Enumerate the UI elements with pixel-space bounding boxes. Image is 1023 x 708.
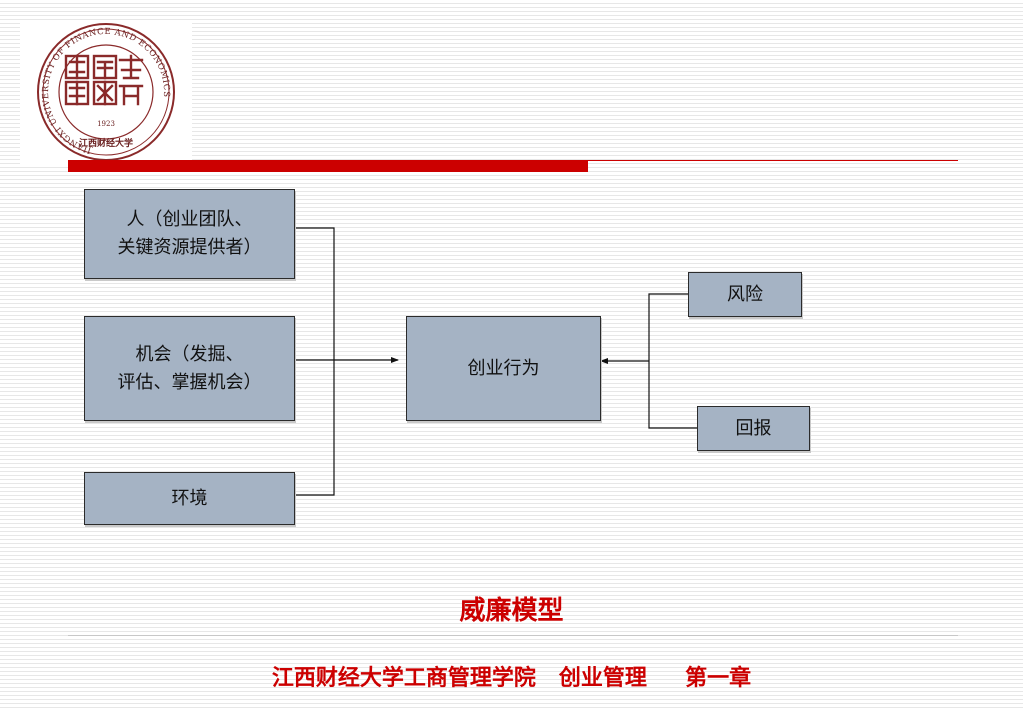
entrepreneurial-behavior-box: 创业行为 (406, 316, 601, 421)
environment-box: 环境 (84, 472, 295, 525)
people-box: 人（创业团队、 关键资源提供者） (84, 189, 295, 279)
center-box-label: 创业行为 (467, 357, 540, 379)
reward-box-label: 回报 (735, 417, 772, 439)
logo-chinese-name: 江西财经大学 (79, 137, 133, 149)
header-rule-thin (68, 160, 958, 161)
header-rule-thick (68, 161, 588, 172)
opportunity-box-label: 机会（发掘、 评估、掌握机会） (117, 343, 262, 393)
university-seal-icon: JIANGXI UNIVERSITY OF FINANCE AND ECONOM… (37, 23, 175, 161)
opportunity-box: 机会（发掘、 评估、掌握机会） (84, 316, 295, 421)
motto-glyphs (64, 54, 144, 106)
footer-text: 江西财经大学工商管理学院 创业管理 第一章 (271, 665, 752, 691)
university-logo: JIANGXI UNIVERSITY OF FINANCE AND ECONOM… (20, 20, 192, 166)
risk-box: 风险 (688, 272, 802, 317)
footer-rule (68, 635, 958, 636)
logo-year: 1923 (97, 120, 115, 128)
risk-box-label: 风险 (727, 283, 763, 305)
input-bracket-line (294, 227, 335, 496)
model-title: 威廉模型 (459, 596, 564, 626)
people-box-label: 人（创业团队、 关键资源提供者） (117, 209, 262, 258)
environment-box-label: 环境 (171, 487, 208, 509)
reward-box: 回报 (697, 406, 810, 451)
